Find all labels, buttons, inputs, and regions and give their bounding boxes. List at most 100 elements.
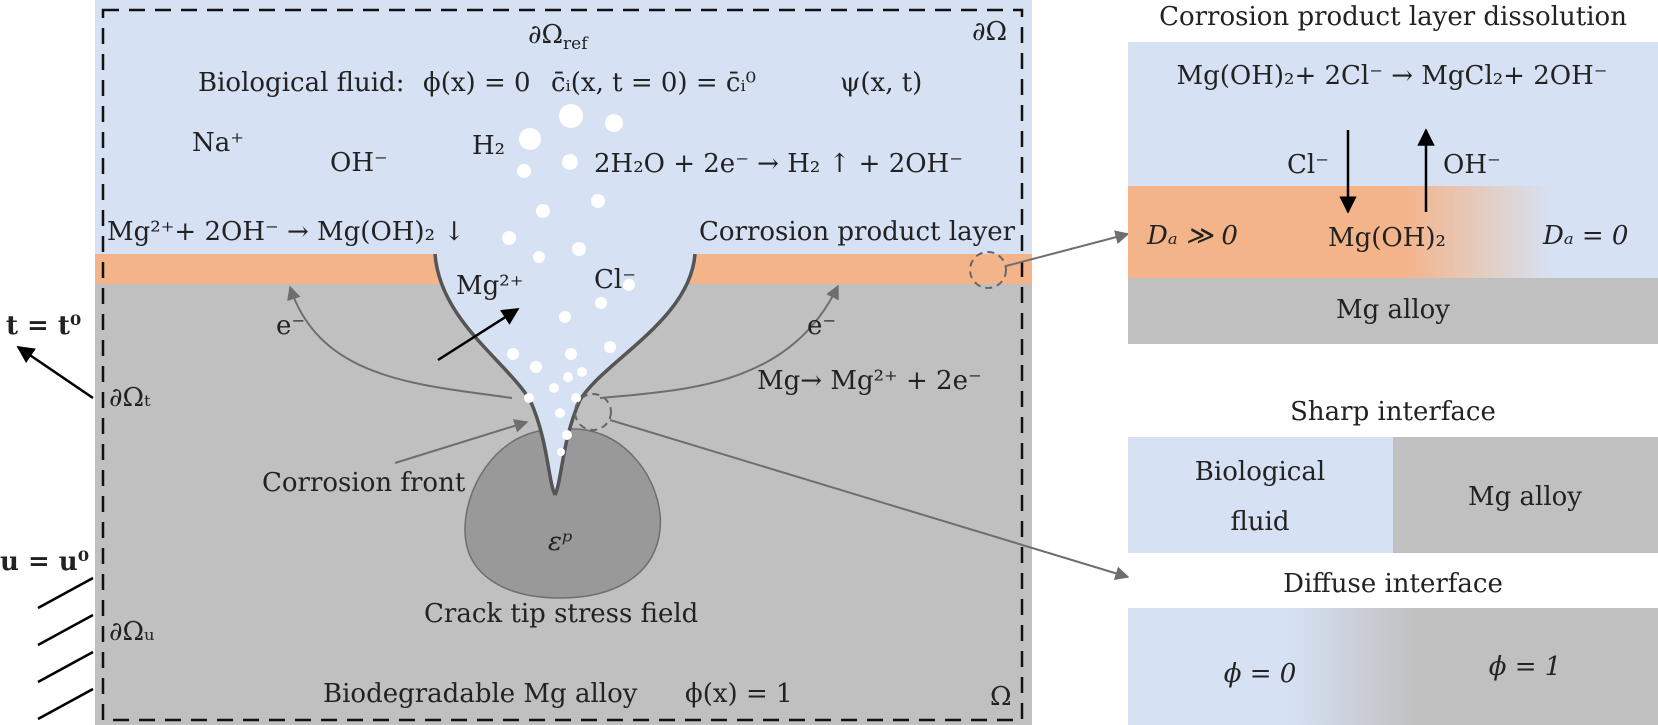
displacement-label: u = u⁰ xyxy=(0,547,89,577)
ion-mg: Mg²⁺ xyxy=(456,271,523,301)
bubble xyxy=(605,114,623,132)
bubble xyxy=(555,408,565,418)
boundary-u-label: ∂Ωᵤ xyxy=(109,617,154,647)
domain-boundary xyxy=(101,8,1024,722)
hatch-line xyxy=(37,576,94,610)
main-domain: ∂Ωref ∂Ω Biological fluid: ϕ(x) = 0 c̄ᵢ(… xyxy=(0,0,1130,725)
bubble xyxy=(595,297,607,309)
sharp-fluid-line1: Biological xyxy=(1195,457,1325,487)
corrosion-layer-label: Corrosion product layer xyxy=(699,217,1016,247)
dissolution-ion-cl: Cl⁻ xyxy=(1287,150,1329,180)
plastic-strain-label: εᵖ xyxy=(548,527,572,557)
dissolution-fluid xyxy=(1128,42,1658,186)
product-label: Mg(OH)₂ xyxy=(1328,223,1446,253)
bubble xyxy=(517,164,531,178)
boundary-label: ∂Ω xyxy=(972,17,1007,47)
dissolution-panel: Corrosion product layer dissolution Mg(O… xyxy=(1128,2,1658,344)
hatch-line xyxy=(37,650,94,684)
dissolution-layer xyxy=(1128,186,1658,278)
mg-ion-arrow xyxy=(437,307,520,362)
sharp-fluid xyxy=(1128,437,1393,553)
electron-left: e⁻ xyxy=(276,311,305,341)
reaction-mg-hydroxide: Mg²⁺+ 2OH⁻ → Mg(OH)₂ ↓ xyxy=(107,217,465,247)
electron-right: e⁻ xyxy=(807,311,836,341)
bubble xyxy=(557,448,565,456)
zoom-circle-interface xyxy=(574,393,612,431)
bubble xyxy=(507,348,519,360)
bubble xyxy=(559,104,583,128)
boundary-t-label: ∂Ωₜ xyxy=(109,383,151,413)
hatch-line xyxy=(37,613,94,647)
arrow-to-dissolution xyxy=(1005,230,1130,267)
arrow-to-interfaces xyxy=(609,419,1130,581)
electron-arrow-left xyxy=(287,285,513,399)
bubble xyxy=(623,279,635,291)
fluid-region xyxy=(95,0,1032,254)
bubble xyxy=(549,383,559,393)
bubble xyxy=(536,204,550,218)
reaction-hydrogen: 2H₂O + 2e⁻ → H₂ ↑ + 2OH⁻ xyxy=(594,149,963,179)
bubble xyxy=(502,231,516,245)
hydrogen-bubbles xyxy=(502,104,635,456)
alloy-phi: ϕ(x) = 1 xyxy=(685,679,793,709)
diffuse-interface-panel: Diffuse interface ϕ = 0 ϕ = 1 xyxy=(1128,569,1658,725)
ion-h2: H₂ xyxy=(472,131,505,161)
bubble xyxy=(562,430,572,440)
bubble xyxy=(565,348,577,360)
ion-na: Na⁺ xyxy=(192,128,244,158)
electron-arrow-right xyxy=(599,284,839,399)
diffuse-phi0: ϕ = 0 xyxy=(1224,659,1297,689)
da-right-label: Dₐ = 0 xyxy=(1542,221,1628,251)
corrosion-front-arrow xyxy=(394,419,529,464)
fluid-concentration: c̄ᵢ(x, t = 0) = c̄ᵢ⁰ xyxy=(551,68,756,98)
sharp-alloy xyxy=(1393,437,1658,553)
ion-cl: Cl⁻ xyxy=(594,265,636,295)
boundary-ref-label: ∂Ω xyxy=(528,20,563,50)
dissolution-title: Corrosion product layer dissolution xyxy=(1159,2,1627,32)
bubble xyxy=(559,311,571,323)
zoom-circle-layer xyxy=(969,251,1007,289)
bubble xyxy=(524,393,534,403)
bubble xyxy=(572,242,586,256)
bubble xyxy=(519,128,541,150)
traction-label: t = t⁰ xyxy=(6,311,81,341)
bubble xyxy=(530,361,542,373)
sharp-fluid-line2: fluid xyxy=(1230,507,1289,537)
corrosion-front-label: Corrosion front xyxy=(262,468,466,498)
sharp-alloy-label: Mg alloy xyxy=(1468,482,1582,512)
bubble xyxy=(563,372,573,382)
traction-arrow xyxy=(16,345,94,400)
diffuse-title: Diffuse interface xyxy=(1283,569,1503,599)
bubble xyxy=(604,341,616,353)
da-left-label: Dₐ ≫ 0 xyxy=(1146,221,1238,251)
fluid-phi: ϕ(x) = 0 xyxy=(423,68,531,98)
sharp-title: Sharp interface xyxy=(1290,397,1496,427)
diffuse-gradient xyxy=(1128,608,1658,725)
sharp-interface-panel: Sharp interface Biological fluid Mg allo… xyxy=(1128,397,1658,553)
fluid-psi: ψ(x, t) xyxy=(840,68,922,98)
hatch-line xyxy=(37,687,94,721)
boundary-ref-sub: ref xyxy=(563,34,589,54)
dissolution-ion-oh: OH⁻ xyxy=(1443,150,1501,180)
dissolution-alloy xyxy=(1128,278,1658,344)
fluid-label: Biological fluid: xyxy=(198,68,404,98)
reaction-mg-oxidation: Mg→ Mg²⁺ + 2e⁻ xyxy=(757,366,982,396)
fixed-boundary-hatch xyxy=(37,576,94,721)
dissolution-reaction: Mg(OH)₂+ 2Cl⁻ → MgCl₂+ 2OH⁻ xyxy=(1176,61,1607,91)
bubble xyxy=(591,194,605,208)
diffuse-phi1: ϕ = 1 xyxy=(1489,652,1562,682)
svg-text:∂Ωref: ∂Ωref xyxy=(528,20,589,54)
plastic-zone xyxy=(464,428,662,599)
bubble xyxy=(533,251,545,263)
bubble xyxy=(577,367,587,377)
crack-tip-label: Crack tip stress field xyxy=(424,599,698,629)
ion-oh: OH⁻ xyxy=(330,148,388,178)
pit-outline-right xyxy=(553,253,697,496)
dissolution-alloy-label: Mg alloy xyxy=(1336,295,1450,325)
bubble xyxy=(571,393,581,403)
bubble xyxy=(562,154,578,170)
alloy-label: Biodegradable Mg alloy xyxy=(323,679,638,709)
omega-label: Ω xyxy=(990,682,1012,712)
